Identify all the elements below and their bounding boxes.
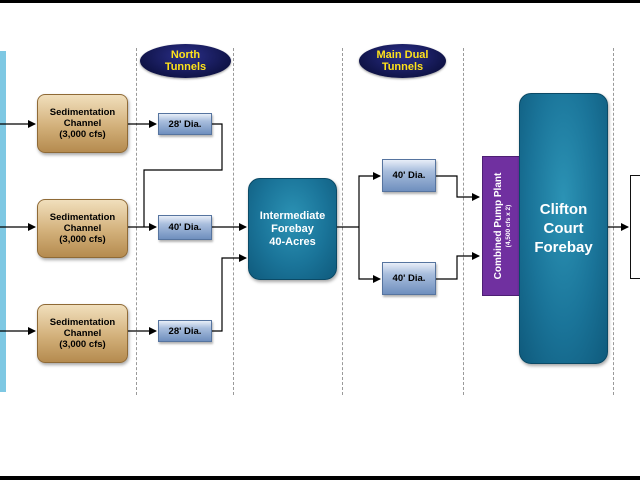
clifton-label-line: Forebay	[534, 239, 593, 256]
pump-plant-label: Combined Pump Plant	[492, 172, 504, 280]
intermediate-forebay: Intermediate Forebay 40-Acres	[248, 178, 337, 280]
divider-line	[342, 48, 343, 395]
diagram-canvas: North Tunnels Main Dual Tunnels Sediment…	[0, 3, 640, 476]
pump-plant-capacity: (4,500 cfs x 2)	[504, 204, 512, 248]
forebay-label-line: 40-Acres	[269, 235, 316, 248]
sed-capacity: (3,000 cfs)	[59, 129, 106, 140]
sed-label-line: Channel	[63, 223, 102, 234]
flow-arrow	[358, 172, 381, 227]
sedimentation-channel-3: Sedimentation Channel (3,000 cfs)	[37, 304, 128, 363]
north-tunnel-pipe-2: 40' Dia.	[158, 215, 212, 240]
north-tunnels-header: North Tunnels	[140, 44, 231, 78]
sedimentation-channel-1: Sedimentation Channel (3,000 cfs)	[37, 94, 128, 153]
sed-label-line: Channel	[63, 118, 102, 129]
header-line: Main Dual	[376, 49, 429, 61]
clifton-court-forebay: Clifton Court Forebay	[519, 93, 608, 364]
flow-connectors	[0, 120, 629, 335]
downstream-box-edge	[630, 175, 640, 279]
flow-arrow	[436, 252, 480, 280]
river-bar	[0, 51, 6, 392]
main-tunnel-pipe-2: 40' Dia.	[382, 262, 436, 295]
main-tunnel-pipe-1: 40' Dia.	[382, 159, 436, 192]
divider-line	[136, 48, 137, 395]
header-line: Tunnels	[381, 61, 424, 73]
forebay-label-line: Intermediate	[259, 209, 326, 222]
header-line: North	[170, 49, 201, 61]
clifton-label-line: Clifton	[539, 201, 588, 218]
flow-line	[143, 123, 223, 227]
sed-label-line: Sedimentation	[49, 212, 116, 223]
main-dual-tunnels-header: Main Dual Tunnels	[359, 44, 446, 78]
divider-line	[233, 48, 234, 395]
north-tunnel-pipe-1: 28' Dia.	[158, 113, 212, 135]
divider-line	[463, 48, 464, 395]
sed-label-line: Sedimentation	[49, 107, 116, 118]
flow-arrow	[436, 175, 480, 201]
forebay-label-line: Forebay	[271, 222, 314, 235]
sed-capacity: (3,000 cfs)	[59, 339, 106, 350]
sed-label-line: Channel	[63, 328, 102, 339]
north-tunnel-pipe-3: 28' Dia.	[158, 320, 212, 342]
clifton-label-line: Court	[543, 220, 584, 237]
sed-label-line: Sedimentation	[49, 317, 116, 328]
sedimentation-channel-2: Sedimentation Channel (3,000 cfs)	[37, 199, 128, 258]
divider-line	[613, 48, 614, 395]
flow-arrow	[358, 227, 381, 283]
sed-capacity: (3,000 cfs)	[59, 234, 106, 245]
header-line: Tunnels	[164, 61, 207, 73]
combined-pump-plant: Combined Pump Plant (4,500 cfs x 2)	[482, 156, 523, 296]
flow-arrow	[212, 254, 247, 332]
